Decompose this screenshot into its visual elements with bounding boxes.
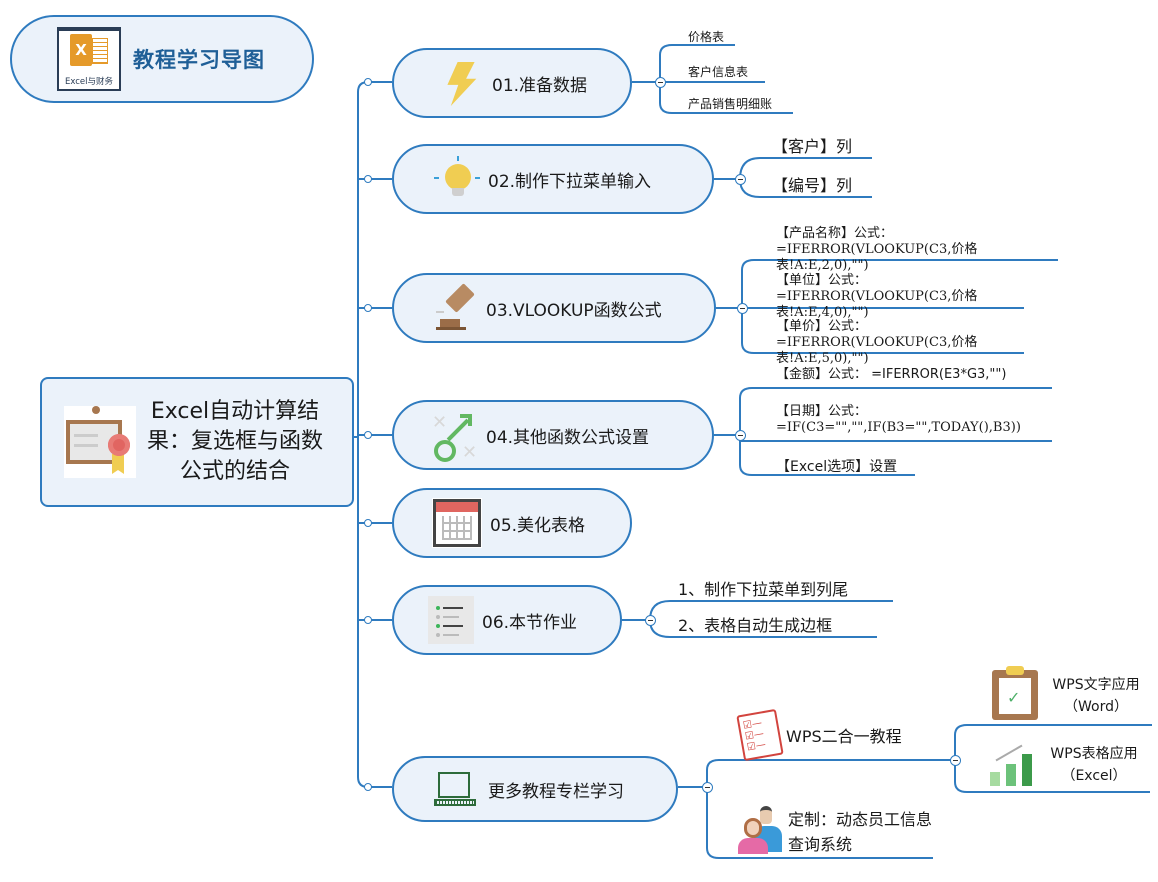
leaf-excel-options[interactable]: 【Excel选项】设置 (776, 459, 898, 475)
leaf-customer-column[interactable]: 【客户】列 (772, 137, 853, 156)
branch-more-tutorials[interactable]: 更多教程专栏学习 (392, 756, 678, 822)
branch-label: 更多教程专栏学习 (488, 781, 624, 802)
leaf-wps-two-in-one[interactable]: WPS二合一教程 (786, 727, 902, 746)
leaf-wps-word[interactable]: WPS文字应用（Word） (1052, 677, 1140, 715)
leaf-unit-formula[interactable]: 【单位】公式：=IFERROR(VLOOKUP(C3,价格表!A:E,4,0),… (776, 273, 978, 320)
excel-logo-grid (92, 38, 108, 64)
calendar-table-icon (432, 498, 482, 548)
users-icon (738, 806, 784, 854)
connector-dot (364, 783, 372, 791)
branch-label: 05.美化表格 (490, 515, 586, 536)
branch-label: 01.准备数据 (492, 75, 588, 96)
branch-04-other-formulas[interactable]: ✕ ✕ 04.其他函数公式设置 (392, 400, 714, 470)
branch-05-beautify[interactable]: 05.美化表格 (392, 488, 632, 558)
lightbulb-icon (434, 156, 480, 202)
gavel-icon (432, 283, 478, 331)
bar-chart-icon (988, 738, 1038, 788)
clipboard-check-icon: ✓ (992, 666, 1040, 720)
collapse-toggle-wps[interactable] (950, 755, 961, 766)
collapse-toggle-04[interactable] (735, 430, 746, 441)
connector-dot (364, 304, 372, 312)
branch-02-dropdown[interactable]: 02.制作下拉菜单输入 (392, 144, 714, 214)
laptop-icon (434, 766, 480, 812)
collapse-toggle-06[interactable] (645, 615, 656, 626)
connector-dot (364, 78, 372, 86)
leaf-number-column[interactable]: 【编号】列 (772, 176, 853, 195)
leaf-dropdown-to-end[interactable]: 1、制作下拉菜单到列尾 (678, 580, 849, 599)
branch-01-prepare-data[interactable]: 01.准备数据 (392, 48, 632, 118)
logo-caption: Excel与财务 (64, 77, 114, 87)
collapse-toggle-03[interactable] (737, 303, 748, 314)
title-text: 教程学习导图 (133, 48, 265, 72)
branch-06-homework[interactable]: 06.本节作业 (392, 585, 622, 655)
excel-logo-icon: X (70, 34, 92, 66)
leaf-auto-border[interactable]: 2、表格自动生成边框 (678, 616, 833, 635)
connector-dot (364, 519, 372, 527)
leaf-custom-query-system[interactable]: 定制：动态员工信息查询系统 (788, 810, 933, 854)
leaf-product-name-formula[interactable]: 【产品名称】公式：=IFERROR(VLOOKUP(C3,价格表!A:E,2,0… (776, 226, 978, 273)
leaf-wps-excel[interactable]: WPS表格应用（Excel） (1050, 746, 1138, 784)
leaf-price-table[interactable]: 价格表 (688, 30, 725, 44)
title-node[interactable]: X Excel与财务 教程学习导图 (10, 15, 314, 103)
leaf-amount-formula[interactable]: 【金额】公式： =IFERROR(E3*G3,"") (776, 367, 1007, 382)
root-topic[interactable]: Excel自动计算结果：复选框与函数公式的结合 (40, 377, 354, 507)
certificate-icon (64, 406, 136, 478)
leaf-date-formula[interactable]: 【日期】公式：=IF(C3="","",IF(B3="",TODAY(),B3)… (776, 404, 1021, 435)
strategy-icon: ✕ ✕ (432, 412, 478, 463)
branch-label: 06.本节作业 (482, 612, 578, 633)
connector-dot (364, 175, 372, 183)
branch-label: 02.制作下拉菜单输入 (488, 171, 652, 192)
root-topic-text: Excel自动计算结果：复选框与函数公式的结合 (146, 399, 323, 484)
collapse-toggle-01[interactable] (655, 77, 666, 88)
connector-dot (364, 431, 372, 439)
collapse-toggle-more[interactable] (702, 782, 713, 793)
branch-label: 04.其他函数公式设置 (486, 427, 650, 448)
collapse-toggle-02[interactable] (735, 174, 746, 185)
connector-dot (364, 616, 372, 624)
leaf-customer-table[interactable]: 客户信息表 (688, 65, 749, 79)
branch-03-vlookup[interactable]: 03.VLOOKUP函数公式 (392, 273, 716, 343)
leaf-sales-ledger[interactable]: 产品销售明细账 (688, 97, 773, 111)
branch-label: 03.VLOOKUP函数公式 (486, 300, 662, 321)
lightning-icon (438, 60, 484, 106)
excel-finance-logo: X Excel与财务 (57, 27, 121, 91)
leaf-unit-price-formula[interactable]: 【单价】公式：=IFERROR(VLOOKUP(C3,价格表!A:E,5,0),… (776, 319, 978, 366)
checklist-paper-icon: ☑—☑—☑— (736, 708, 784, 762)
checklist-icon (428, 596, 474, 644)
